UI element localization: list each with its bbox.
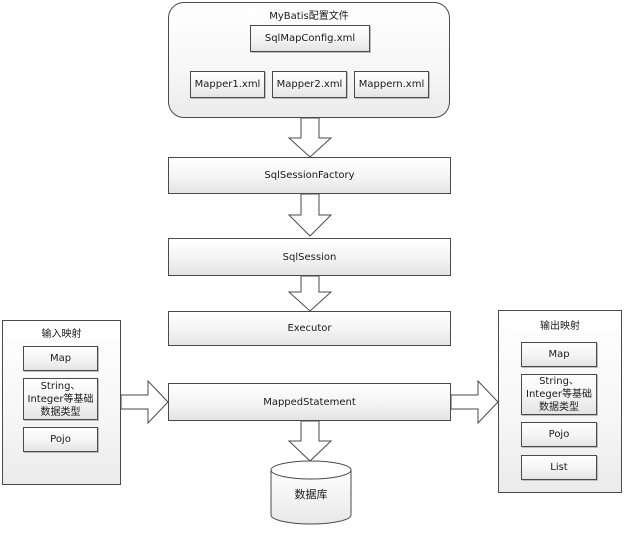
arrow-statement-to-output	[450, 379, 499, 425]
arrow-factory-to-session	[287, 193, 333, 237]
config-panel: MyBatis配置文件	[168, 2, 450, 118]
sqlmapconfig-box: SqlMapConfig.xml	[250, 25, 370, 52]
mappedstatement-box: MappedStatement	[168, 383, 451, 421]
executor-box: Executor	[168, 311, 451, 346]
sqlsession-box: SqlSession	[168, 238, 451, 276]
output-basic-types-box: String、Integer等基础数据类型	[521, 374, 597, 415]
mappern-box: Mappern.xml	[354, 71, 429, 98]
mapper1-box: Mapper1.xml	[190, 71, 265, 98]
output-list-box: List	[521, 455, 597, 480]
input-pojo-box: Pojo	[23, 427, 98, 452]
output-mapping-title: 输出映射	[540, 321, 580, 332]
output-map-box: Map	[521, 342, 597, 367]
database-label: 数据库	[294, 488, 328, 501]
input-mapping-title: 输入映射	[41, 329, 82, 340]
input-map-box: Map	[23, 346, 98, 371]
output-pojo-box: Pojo	[521, 422, 597, 447]
config-panel-title: MyBatis配置文件	[269, 11, 349, 22]
database-cylinder	[270, 460, 352, 525]
sqlsessionfactory-box: SqlSessionFactory	[168, 157, 451, 194]
arrow-config-to-factory	[287, 117, 333, 158]
mapper2-box: Mapper2.xml	[272, 71, 347, 98]
arrow-input-to-statement	[120, 379, 169, 425]
input-basic-types-box: String、Integer等基础数据类型	[23, 378, 98, 420]
arrow-session-to-executor	[287, 275, 333, 312]
arrow-statement-to-database	[287, 420, 333, 462]
